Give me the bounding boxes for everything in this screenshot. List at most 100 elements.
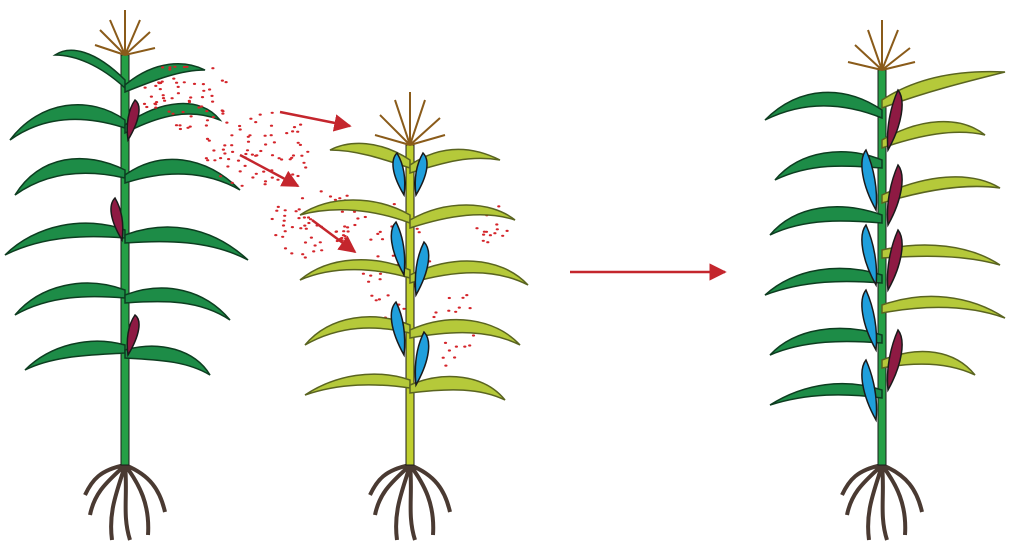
pollen-dot-icon — [335, 230, 338, 232]
pollen-dot-icon — [179, 128, 182, 130]
pollen-dot-icon — [301, 197, 304, 199]
pollen-dot-icon — [468, 344, 471, 346]
pollen-dot-icon — [341, 211, 344, 213]
pollen-dot-icon — [444, 365, 447, 367]
pollen-dot-icon — [264, 183, 267, 185]
pollen-dot-icon — [177, 86, 180, 88]
pollen-dot-icon — [197, 106, 200, 108]
pollen-dot-icon — [238, 125, 241, 127]
pollen-dot-icon — [356, 217, 359, 219]
pollen-dot-icon — [305, 228, 308, 230]
stalk — [878, 70, 886, 465]
pollen-dot-icon — [455, 346, 458, 348]
pollen-dot-icon — [307, 222, 310, 224]
pollen-dot-icon — [259, 114, 262, 116]
pollen-dot-icon — [281, 236, 284, 238]
pollen-dot-icon — [168, 111, 171, 113]
pollen-dot-icon — [295, 210, 298, 212]
pollen-dot-icon — [161, 81, 164, 83]
pollen-dot-icon — [338, 197, 341, 199]
pollen-dot-icon — [346, 226, 349, 228]
pollen-dot-icon — [461, 297, 464, 299]
pollen-dot-icon — [290, 157, 293, 159]
pollen-dot-icon — [493, 232, 496, 234]
pollen-dot-icon — [223, 152, 226, 154]
pollen-dot-icon — [202, 83, 205, 85]
pollen-dot-icon — [489, 234, 492, 236]
pollen-dot-icon — [168, 66, 171, 68]
pollen-dot-icon — [255, 173, 258, 175]
pollen-dot-icon — [177, 92, 180, 94]
pollen-dot-icon — [239, 128, 242, 130]
pollen-dot-icon — [378, 298, 381, 300]
root-icon — [370, 465, 450, 540]
pollen-dot-icon — [264, 143, 267, 145]
plant-recipient — [300, 92, 528, 540]
pollen-dot-icon — [387, 294, 390, 296]
pollen-dot-icon — [298, 208, 301, 210]
pollen-dot-icon — [145, 106, 148, 108]
pollen-dot-icon — [211, 101, 214, 103]
pollen-dot-icon — [434, 311, 437, 313]
pollen-dot-icon — [353, 224, 356, 226]
pollen-dot-icon — [154, 85, 157, 87]
pollen-dot-icon — [482, 234, 485, 236]
pollen-dot-icon — [175, 124, 178, 126]
pollen-dot-icon — [402, 308, 405, 310]
pollen-dot-icon — [175, 82, 178, 84]
pollen-dot-icon — [293, 126, 296, 128]
pollen-dot-icon — [246, 149, 249, 151]
pollen-dot-icon — [307, 216, 310, 218]
pollen-dot-icon — [210, 95, 213, 97]
pollen-dot-icon — [219, 175, 222, 177]
pollen-dot-icon — [296, 131, 299, 133]
pollen-dot-icon — [284, 230, 287, 232]
pollen-dot-icon — [485, 231, 488, 233]
pollen-dot-icon — [251, 154, 254, 156]
pollen-dot-icon — [344, 237, 347, 239]
pollen-dot-icon — [381, 238, 384, 240]
pollen-dot-icon — [291, 226, 294, 228]
root-icon — [842, 465, 922, 540]
pollen-dot-icon — [310, 237, 313, 239]
pollen-dot-icon — [343, 225, 346, 227]
pollen-dot-icon — [212, 149, 215, 151]
pollen-dot-icon — [369, 275, 372, 277]
pollen-dot-icon — [472, 334, 475, 336]
pollen-dot-icon — [340, 237, 343, 239]
pollen-dot-icon — [369, 239, 372, 241]
pollen-dot-icon — [497, 205, 500, 207]
pollen-dot-icon — [284, 209, 287, 211]
pollen-dot-icon — [163, 100, 166, 102]
pollen-dot-icon — [211, 67, 214, 69]
pollen-dot-icon — [448, 297, 451, 299]
arrow-icon — [280, 112, 350, 126]
stalk — [406, 145, 414, 465]
pollen-dot-icon — [418, 231, 421, 233]
tassel-recipient — [375, 92, 445, 145]
pollen-dot-icon — [362, 273, 365, 275]
pollen-dot-icon — [221, 80, 224, 82]
pollen-dot-icon — [241, 185, 244, 187]
pollen-dot-icon — [506, 230, 509, 232]
pollen-dot-icon — [183, 81, 186, 83]
pollen-dot-icon — [222, 149, 225, 151]
pollen-dot-icon — [301, 253, 304, 255]
pollen-dot-icon — [303, 225, 306, 227]
pollen-dot-icon — [283, 215, 286, 217]
pollen-dot-icon — [297, 142, 300, 144]
pollen-dot-icon — [254, 155, 257, 157]
pollen-dot-icon — [454, 311, 457, 313]
pollen-dot-icon — [495, 223, 498, 225]
pollen-dot-icon — [270, 125, 273, 127]
pollen-dot-icon — [379, 278, 382, 280]
pollen-dot-icon — [221, 113, 224, 115]
pollen-dot-icon — [282, 224, 285, 226]
pollen-dot-icon — [178, 124, 181, 126]
pollen-dot-icon — [205, 110, 208, 112]
pollen-dot-icon — [254, 121, 257, 123]
pollen-dot-icon — [379, 231, 382, 233]
pollen-dot-icon — [237, 160, 240, 162]
pollen-dot-icon — [225, 122, 228, 124]
pollen-dot-icon — [182, 111, 185, 113]
